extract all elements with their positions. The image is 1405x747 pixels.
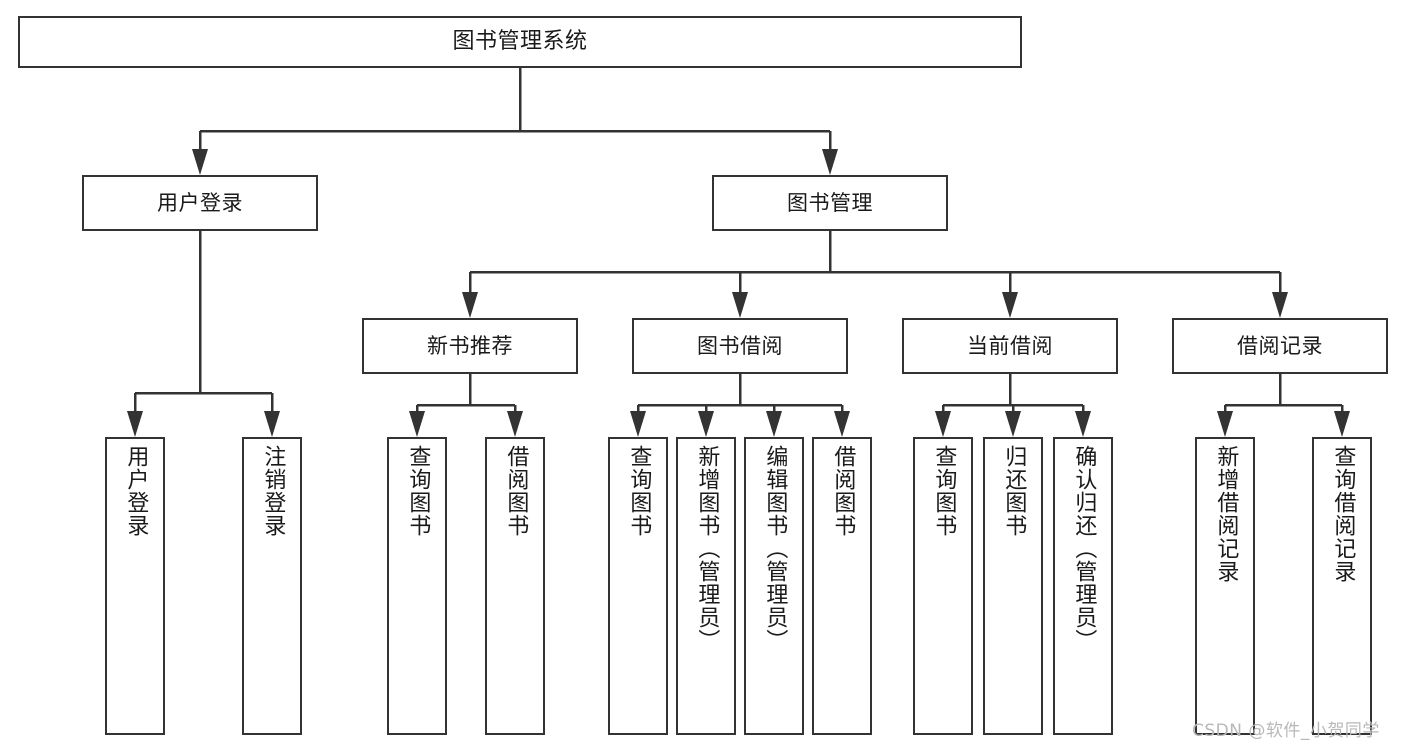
node-new-book-rec[interactable]: 新书推荐 (362, 318, 578, 374)
node-leaf-edit-book[interactable]: 编辑图书（管理员） (744, 437, 804, 735)
node-leaf-user-login[interactable]: 用户登录 (105, 437, 165, 735)
node-leaf-query-book-3[interactable]: 查询图书 (913, 437, 973, 735)
node-label: 新增图书（管理员） (694, 445, 720, 652)
node-leaf-query-record[interactable]: 查询借阅记录 (1312, 437, 1372, 735)
arrowhead-icon-leaf-borrow-book-1 (507, 411, 523, 437)
node-leaf-borrow-book-1[interactable]: 借阅图书 (485, 437, 545, 735)
arrowhead-icon-leaf-query-record (1334, 411, 1350, 437)
node-label: 查询图书 (626, 445, 652, 537)
node-label: 新书推荐 (427, 333, 513, 358)
node-label: 当前借阅 (967, 333, 1053, 358)
csdn-watermark: CSDN @软件_小贺同学 (1192, 721, 1380, 741)
node-label: 新增借阅记录 (1213, 445, 1239, 583)
arrowhead-icon-book-manage (822, 149, 838, 175)
arrowhead-icon-leaf-query-book-1 (409, 411, 425, 437)
node-book-manage[interactable]: 图书管理 (712, 175, 948, 231)
node-label: 借阅图书 (830, 445, 856, 537)
node-label: 查询图书 (405, 445, 431, 537)
node-label: 用户登录 (157, 190, 243, 215)
node-label: 编辑图书（管理员） (762, 445, 788, 652)
arrowhead-icon-leaf-edit-book (766, 411, 782, 437)
node-leaf-return-book[interactable]: 归还图书 (983, 437, 1043, 735)
node-label: 图书管理 (787, 190, 873, 215)
node-user-login[interactable]: 用户登录 (82, 175, 318, 231)
node-leaf-user-logout[interactable]: 注销登录 (242, 437, 302, 735)
arrowhead-icon-leaf-query-book-2 (630, 411, 646, 437)
arrowhead-icon-leaf-user-login (127, 411, 143, 437)
arrowhead-icon-leaf-query-book-3 (935, 411, 951, 437)
node-leaf-add-record[interactable]: 新增借阅记录 (1195, 437, 1255, 735)
node-label: 查询借阅记录 (1330, 445, 1356, 583)
node-leaf-borrow-book-2[interactable]: 借阅图书 (812, 437, 872, 735)
node-leaf-confirm-return[interactable]: 确认归还（管理员） (1053, 437, 1113, 735)
arrowhead-icon-leaf-confirm-return (1075, 411, 1091, 437)
arrowhead-icon-leaf-add-record (1217, 411, 1233, 437)
arrowhead-icon-user-login (192, 149, 208, 175)
arrowhead-icon-current-borrow (1002, 292, 1018, 318)
arrowhead-icon-leaf-borrow-book-2 (834, 411, 850, 437)
node-leaf-query-book-2[interactable]: 查询图书 (608, 437, 668, 735)
node-label: 借阅图书 (503, 445, 529, 537)
arrowhead-icon-leaf-user-logout (264, 411, 280, 437)
node-label: 确认归还（管理员） (1071, 445, 1097, 652)
arrowhead-icon-book-borrow (732, 292, 748, 318)
node-label: 归还图书 (1001, 445, 1027, 537)
arrowhead-icon-leaf-return-book (1005, 411, 1021, 437)
node-label: 用户登录 (123, 445, 149, 537)
node-current-borrow[interactable]: 当前借阅 (902, 318, 1118, 374)
node-label: 注销登录 (260, 445, 286, 537)
arrowhead-icon-leaf-add-book (698, 411, 714, 437)
node-leaf-add-book[interactable]: 新增图书（管理员） (676, 437, 736, 735)
node-book-borrow[interactable]: 图书借阅 (632, 318, 848, 374)
node-label: 图书管理系统 (452, 29, 588, 55)
node-root[interactable]: 图书管理系统 (18, 16, 1022, 68)
node-label: 查询图书 (931, 445, 957, 537)
arrowhead-icon-borrow-record (1272, 292, 1288, 318)
node-label: 图书借阅 (697, 333, 783, 358)
node-leaf-query-book-1[interactable]: 查询图书 (387, 437, 447, 735)
arrowhead-icon-new-book-rec (462, 292, 478, 318)
node-borrow-record[interactable]: 借阅记录 (1172, 318, 1388, 374)
node-label: 借阅记录 (1237, 333, 1323, 358)
